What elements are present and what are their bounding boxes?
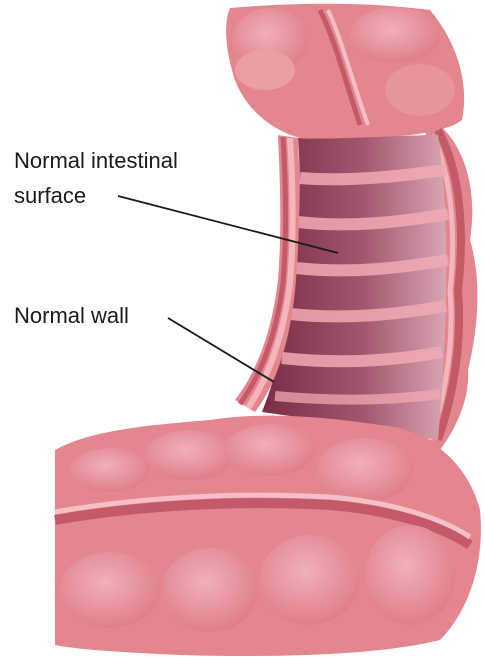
upper-colon-segment (226, 4, 464, 139)
surface-label-line2: surface (14, 183, 86, 208)
wall-label: Normal wall (14, 303, 129, 328)
mucosal-fold (275, 394, 440, 400)
wall-annotation: Normal wall (14, 303, 274, 382)
lower-colon-segment (55, 416, 481, 656)
surface-label-line1: Normal intestinal (14, 148, 178, 173)
wall-leader-line (168, 318, 274, 382)
